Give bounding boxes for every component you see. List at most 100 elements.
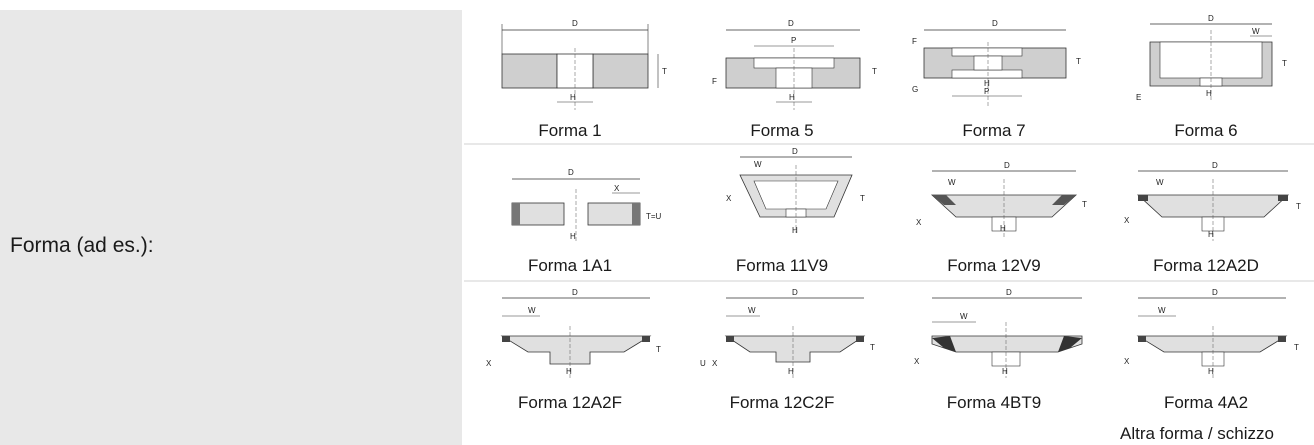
shapes-row-2: D X H T=U Forma 1A1 D W	[464, 145, 1314, 280]
forma-12v9-drawing: D W H X T	[916, 161, 1087, 237]
dim-d: D	[568, 168, 574, 177]
dim-d: D	[572, 19, 578, 28]
forma-1-label: Forma 1	[538, 121, 602, 140]
dim-h: H	[1002, 367, 1008, 376]
dim-h: H	[788, 367, 794, 376]
dim-h: H	[566, 367, 572, 376]
dim-d: D	[1208, 14, 1214, 23]
forma-12a2d-label: Forma 12A2D	[1153, 256, 1259, 275]
forma-4a2-drawing: D W H X T	[1124, 288, 1299, 378]
dim-e: E	[1136, 93, 1141, 102]
dim-d: D	[1212, 161, 1218, 170]
shape-forma-4a2[interactable]: D W H X T Forma 4A2	[1100, 282, 1312, 445]
dim-w: W	[948, 178, 956, 187]
forma-11v9-drawing: D W H X T	[726, 147, 865, 235]
dim-h: H	[570, 93, 576, 102]
dim-w: W	[528, 306, 536, 315]
dim-d: D	[792, 288, 798, 297]
shape-forma-7[interactable]: D H P F G T Forma 7	[888, 10, 1100, 143]
shape-forma-4bt9[interactable]: D W H X Forma 4BT9	[888, 282, 1100, 445]
shape-forma-11v9[interactable]: D W H X T Forma 11V9	[676, 145, 888, 280]
dim-w: W	[748, 306, 756, 315]
shapes-row-3: D W H X T Forma 12A2F D	[464, 282, 1314, 445]
dim-w: W	[1158, 306, 1166, 315]
forma-4bt9-label: Forma 4BT9	[946, 393, 1042, 412]
dim-d: D	[788, 19, 794, 28]
dim-h: H	[789, 93, 795, 102]
shapes-grid: D H T Forma 1 D P	[464, 10, 1314, 445]
dim-x: X	[486, 359, 492, 368]
shape-forma-1[interactable]: D H T Forma 1	[464, 10, 676, 143]
dim-d: D	[572, 288, 578, 297]
dim-x: X	[914, 357, 920, 366]
shape-forma-6[interactable]: D W H T E Forma 6	[1100, 10, 1312, 143]
dim-x: X	[712, 359, 718, 368]
dim-h: H	[1000, 224, 1006, 233]
forma-5-label: Forma 5	[750, 121, 814, 140]
dim-t: T	[1294, 343, 1299, 352]
forma-12c2f-label: Forma 12C2F	[729, 393, 835, 412]
dim-x: X	[916, 218, 922, 227]
forma-1a1-drawing: D X H T=U	[511, 168, 662, 241]
dim-tu: T=U	[646, 212, 662, 221]
dim-w: W	[1156, 178, 1164, 187]
dim-t: T	[662, 67, 667, 76]
dim-p: P	[791, 36, 796, 45]
dim-d: D	[992, 19, 998, 28]
forma-7-drawing: D H P F G T	[912, 19, 1081, 106]
dim-t: T	[860, 194, 865, 203]
dim-p: P	[984, 87, 989, 96]
dim-u: U	[700, 359, 706, 368]
dim-w: W	[960, 312, 968, 321]
dim-x: X	[1124, 357, 1130, 366]
dim-t: T	[1296, 202, 1301, 211]
forma-12a2d-drawing: D W H X T	[1124, 161, 1301, 241]
dim-g: G	[912, 85, 918, 94]
dim-d: D	[1006, 288, 1012, 297]
dim-f: F	[912, 37, 917, 46]
dim-x: X	[614, 184, 620, 193]
shape-forma-12a2f[interactable]: D W H X T Forma 12A2F	[464, 282, 676, 445]
dim-h: H	[1208, 367, 1214, 376]
dim-t: T	[1076, 57, 1081, 66]
dim-t: T	[870, 343, 875, 352]
forma-4a2-label: Forma 4A2	[1163, 393, 1249, 412]
forma-5-drawing: D P H F T	[712, 19, 877, 110]
dim-h: H	[1206, 89, 1212, 98]
dim-t: T	[872, 67, 877, 76]
shape-forma-12c2f[interactable]: D W H U X T Forma 12C2F	[676, 282, 888, 445]
forma-1a1-label: Forma 1A1	[527, 256, 613, 275]
shape-forma-1a1[interactable]: D X H T=U Forma 1A1	[464, 145, 676, 280]
forma-6-drawing: D W H T E	[1136, 14, 1287, 102]
shape-forma-12a2d[interactable]: D W H X T Forma 12A2D	[1100, 145, 1312, 280]
forma-4bt9-drawing: D W H X	[914, 288, 1083, 378]
dim-t: T	[1082, 200, 1087, 209]
dim-w: W	[1252, 27, 1260, 36]
forma-11v9-label: Forma 11V9	[735, 256, 829, 275]
dim-h: H	[984, 79, 990, 88]
forma-1-drawing: D H T	[501, 19, 667, 110]
dim-t: T	[656, 345, 661, 354]
dim-h: H	[570, 232, 576, 241]
dim-h: H	[1208, 230, 1214, 239]
dim-f: F	[712, 77, 717, 86]
forma-7-label: Forma 7	[962, 121, 1026, 140]
other-shape-link[interactable]: Altra forma / schizzo	[1120, 424, 1274, 443]
dim-h: H	[792, 226, 798, 235]
forma-12c2f-drawing: D W H U X T	[700, 288, 875, 378]
dim-d: D	[792, 147, 798, 156]
dim-d: D	[1004, 161, 1010, 170]
dim-d: D	[1212, 288, 1218, 297]
dim-x: X	[1124, 216, 1130, 225]
forma-12v9-label: Forma 12V9	[947, 256, 1041, 275]
forma-12a2f-label: Forma 12A2F	[518, 393, 622, 412]
dim-w: W	[754, 160, 762, 169]
row-label: Forma (ad es.):	[10, 234, 154, 257]
forma-6-label: Forma 6	[1174, 121, 1238, 140]
shape-forma-5[interactable]: D P H F T Forma 5	[676, 10, 888, 143]
forma-12a2f-drawing: D W H X T	[486, 288, 661, 378]
label-cell: Forma (ad es.):	[0, 10, 462, 445]
shape-forma-12v9[interactable]: D W H X T Forma 12V9	[888, 145, 1100, 280]
dim-t: T	[1282, 59, 1287, 68]
